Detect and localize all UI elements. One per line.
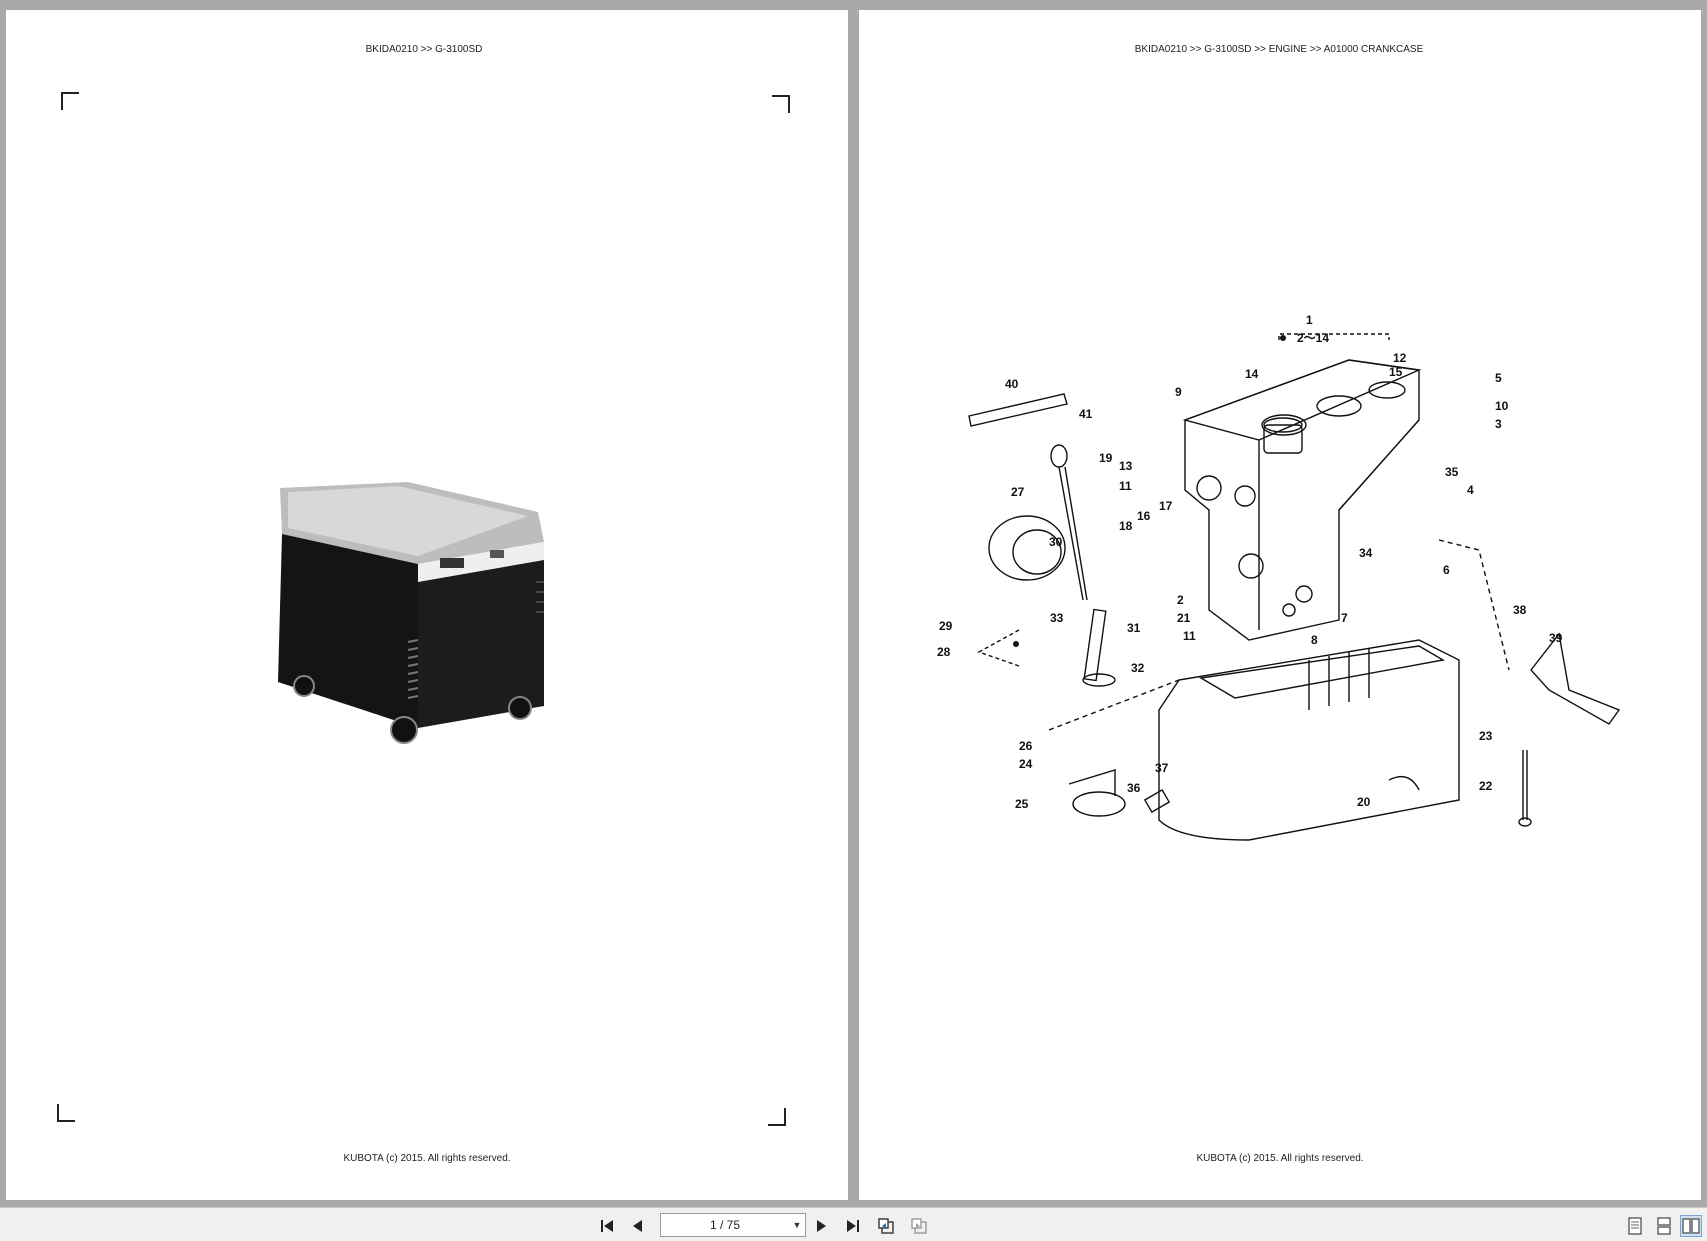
callout-37: 37 (1155, 761, 1169, 775)
callout-25: 25 (1015, 797, 1029, 811)
crop-mark-top-left (61, 92, 79, 110)
callout-29: 29 (939, 619, 953, 633)
callout-22: 22 (1479, 779, 1493, 793)
callout-2-14: 2～14 (1297, 331, 1329, 345)
callout-9: 9 (1175, 385, 1182, 399)
callout-13: 13 (1119, 459, 1133, 473)
crop-mark-bottom-right (768, 1108, 786, 1126)
callout-27: 27 (1011, 485, 1025, 499)
callout-32: 32 (1131, 661, 1145, 675)
previous-view-icon (878, 1218, 894, 1234)
previous-page-icon (633, 1220, 642, 1232)
chevron-down-icon[interactable]: ▼ (792, 1220, 802, 1230)
callout-11b: 11 (1183, 629, 1196, 643)
callout-36: 36 (1127, 781, 1141, 795)
page-header: BKIDA0210 >> G-3100SD (365, 44, 483, 55)
first-page-button[interactable] (596, 1215, 618, 1237)
callout-18: 18 (1119, 519, 1133, 533)
callout-24: 24 (1019, 757, 1033, 771)
page-indicator: 1 / 75 (709, 1218, 741, 1232)
right-page: BKIDA0210 >> G-3100SD >> ENGINE >> A0100… (859, 10, 1701, 1200)
single-page-view-button[interactable] (1624, 1215, 1646, 1237)
first-page-icon (601, 1220, 613, 1232)
two-page-icon (1682, 1218, 1700, 1234)
callout-28: 28 (937, 645, 951, 659)
continuous-pages-icon (1657, 1217, 1671, 1235)
callout-41: 41 (1079, 407, 1093, 421)
callout-39: 39 (1549, 631, 1563, 645)
callout-33: 33 (1050, 611, 1064, 625)
callout-31: 31 (1127, 621, 1141, 635)
two-page-view-button[interactable] (1680, 1215, 1702, 1237)
callout-35: 35 (1445, 465, 1459, 479)
callout-19: 19 (1099, 451, 1113, 465)
callout-10: 10 (1495, 399, 1509, 413)
page-header: BKIDA0210 >> G-3100SD >> ENGINE >> A0100… (1134, 44, 1424, 55)
callout-5: 5 (1495, 371, 1502, 385)
callout-6: 6 (1443, 563, 1450, 577)
next-page-icon (817, 1220, 826, 1232)
callout-1: 1 (1306, 313, 1313, 327)
callout-12: 12 (1393, 351, 1407, 365)
next-page-button[interactable] (810, 1215, 832, 1237)
callout-11a: 11 (1119, 479, 1132, 493)
crankcase-exploded-diagram: 1 2～14 12 15 5 10 3 14 9 40 41 19 13 11 … (937, 313, 1621, 841)
callout-40: 40 (1005, 377, 1019, 391)
callout-26: 26 (1019, 739, 1033, 753)
callout-16: 16 (1137, 509, 1151, 523)
page-number-field[interactable]: 1 / 75 ▼ (660, 1213, 806, 1237)
callout-34: 34 (1359, 546, 1373, 560)
continuous-view-button[interactable] (1653, 1215, 1675, 1237)
callout-14: 14 (1245, 367, 1259, 381)
crop-mark-top-right (772, 95, 790, 113)
last-page-icon (847, 1220, 859, 1232)
callout-3: 3 (1495, 417, 1502, 431)
callout-7: 7 (1341, 611, 1348, 625)
callout-38: 38 (1513, 603, 1527, 617)
callout-4: 4 (1467, 483, 1474, 497)
callout-20: 20 (1357, 795, 1371, 809)
page-footer: KUBOTA (c) 2015. All rights reserved. (1196, 1153, 1364, 1164)
viewer-toolbar: 1 / 75 ▼ (0, 1207, 1707, 1241)
page-footer: KUBOTA (c) 2015. All rights reserved. (343, 1153, 511, 1164)
callout-2: 2 (1177, 593, 1184, 607)
next-view-button[interactable] (908, 1215, 930, 1237)
left-page: BKIDA0210 >> G-3100SD KUBOTA (c) 201 (6, 10, 848, 1200)
generator-photo (278, 482, 544, 744)
callout-30: 30 (1049, 535, 1063, 549)
callout-23: 23 (1479, 729, 1493, 743)
last-page-button[interactable] (842, 1215, 864, 1237)
next-view-icon (911, 1218, 927, 1234)
callout-17: 17 (1159, 499, 1173, 513)
previous-page-button[interactable] (627, 1215, 649, 1237)
callout-21: 21 (1177, 611, 1191, 625)
crop-mark-bottom-left (57, 1104, 75, 1122)
callout-15: 15 (1389, 365, 1403, 379)
previous-view-button[interactable] (875, 1215, 897, 1237)
callout-8: 8 (1311, 633, 1318, 647)
single-page-icon (1628, 1217, 1642, 1235)
